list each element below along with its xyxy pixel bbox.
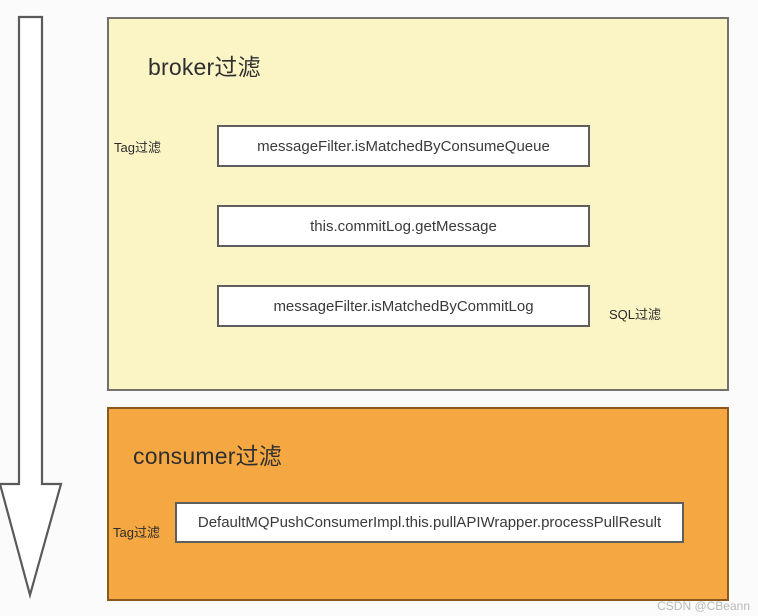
section-consumer: consumer过滤 Tag过滤 DefaultMQPushConsumerIm… [107, 407, 729, 601]
section-broker: broker过滤 Tag过滤 SQL过滤 messageFilter.isMat… [107, 17, 729, 391]
section-title-consumer: consumer过滤 [133, 443, 282, 469]
code-box-commitlog-get-message[interactable]: this.commitLog.getMessage [217, 205, 590, 247]
downward-flow-arrow [0, 14, 64, 600]
watermark: CSDN @CBeann [657, 599, 750, 613]
code-box-is-matched-by-consume-queue[interactable]: messageFilter.isMatchedByConsumeQueue [217, 125, 590, 167]
tag-filter-label-consumer: Tag过滤 [113, 525, 160, 540]
sql-filter-label-broker: SQL过滤 [609, 307, 662, 322]
code-box-process-pull-result[interactable]: DefaultMQPushConsumerImpl.this.pullAPIWr… [175, 502, 684, 543]
tag-filter-label-broker: Tag过滤 [114, 140, 161, 155]
section-title-broker: broker过滤 [148, 54, 261, 80]
code-box-is-matched-by-commitlog[interactable]: messageFilter.isMatchedByCommitLog [217, 285, 590, 327]
